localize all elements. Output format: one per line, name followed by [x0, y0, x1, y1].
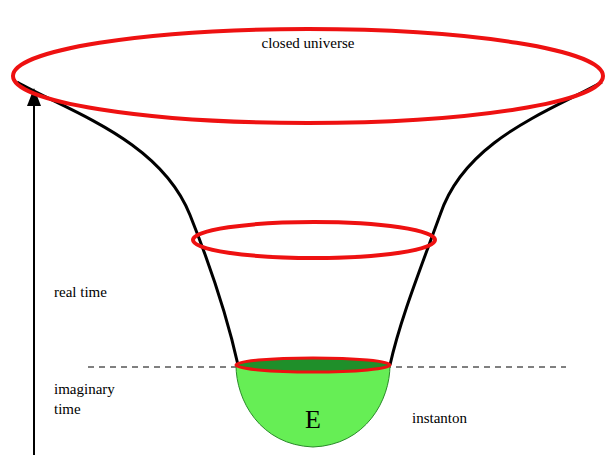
- universe-ellipse: closed universe: [10, 26, 606, 126]
- instanton-cap: [236, 358, 390, 372]
- funnel-wall: [17, 82, 238, 365]
- axis-label: real time: [54, 283, 114, 303]
- universe-slice: [193, 222, 435, 258]
- time-axis: [33, 100, 35, 455]
- instanton-bowl: E: [234, 355, 394, 449]
- node-text: closed universe: [262, 35, 355, 52]
- axis-label: imaginary time: [54, 380, 132, 419]
- node-text: E: [305, 405, 321, 435]
- node-shape: [234, 355, 394, 449]
- universe-outline: [13, 29, 603, 123]
- funnel-wall: [390, 82, 602, 365]
- instanton-hemisphere: [236, 365, 390, 447]
- region-label: instanton: [412, 409, 467, 429]
